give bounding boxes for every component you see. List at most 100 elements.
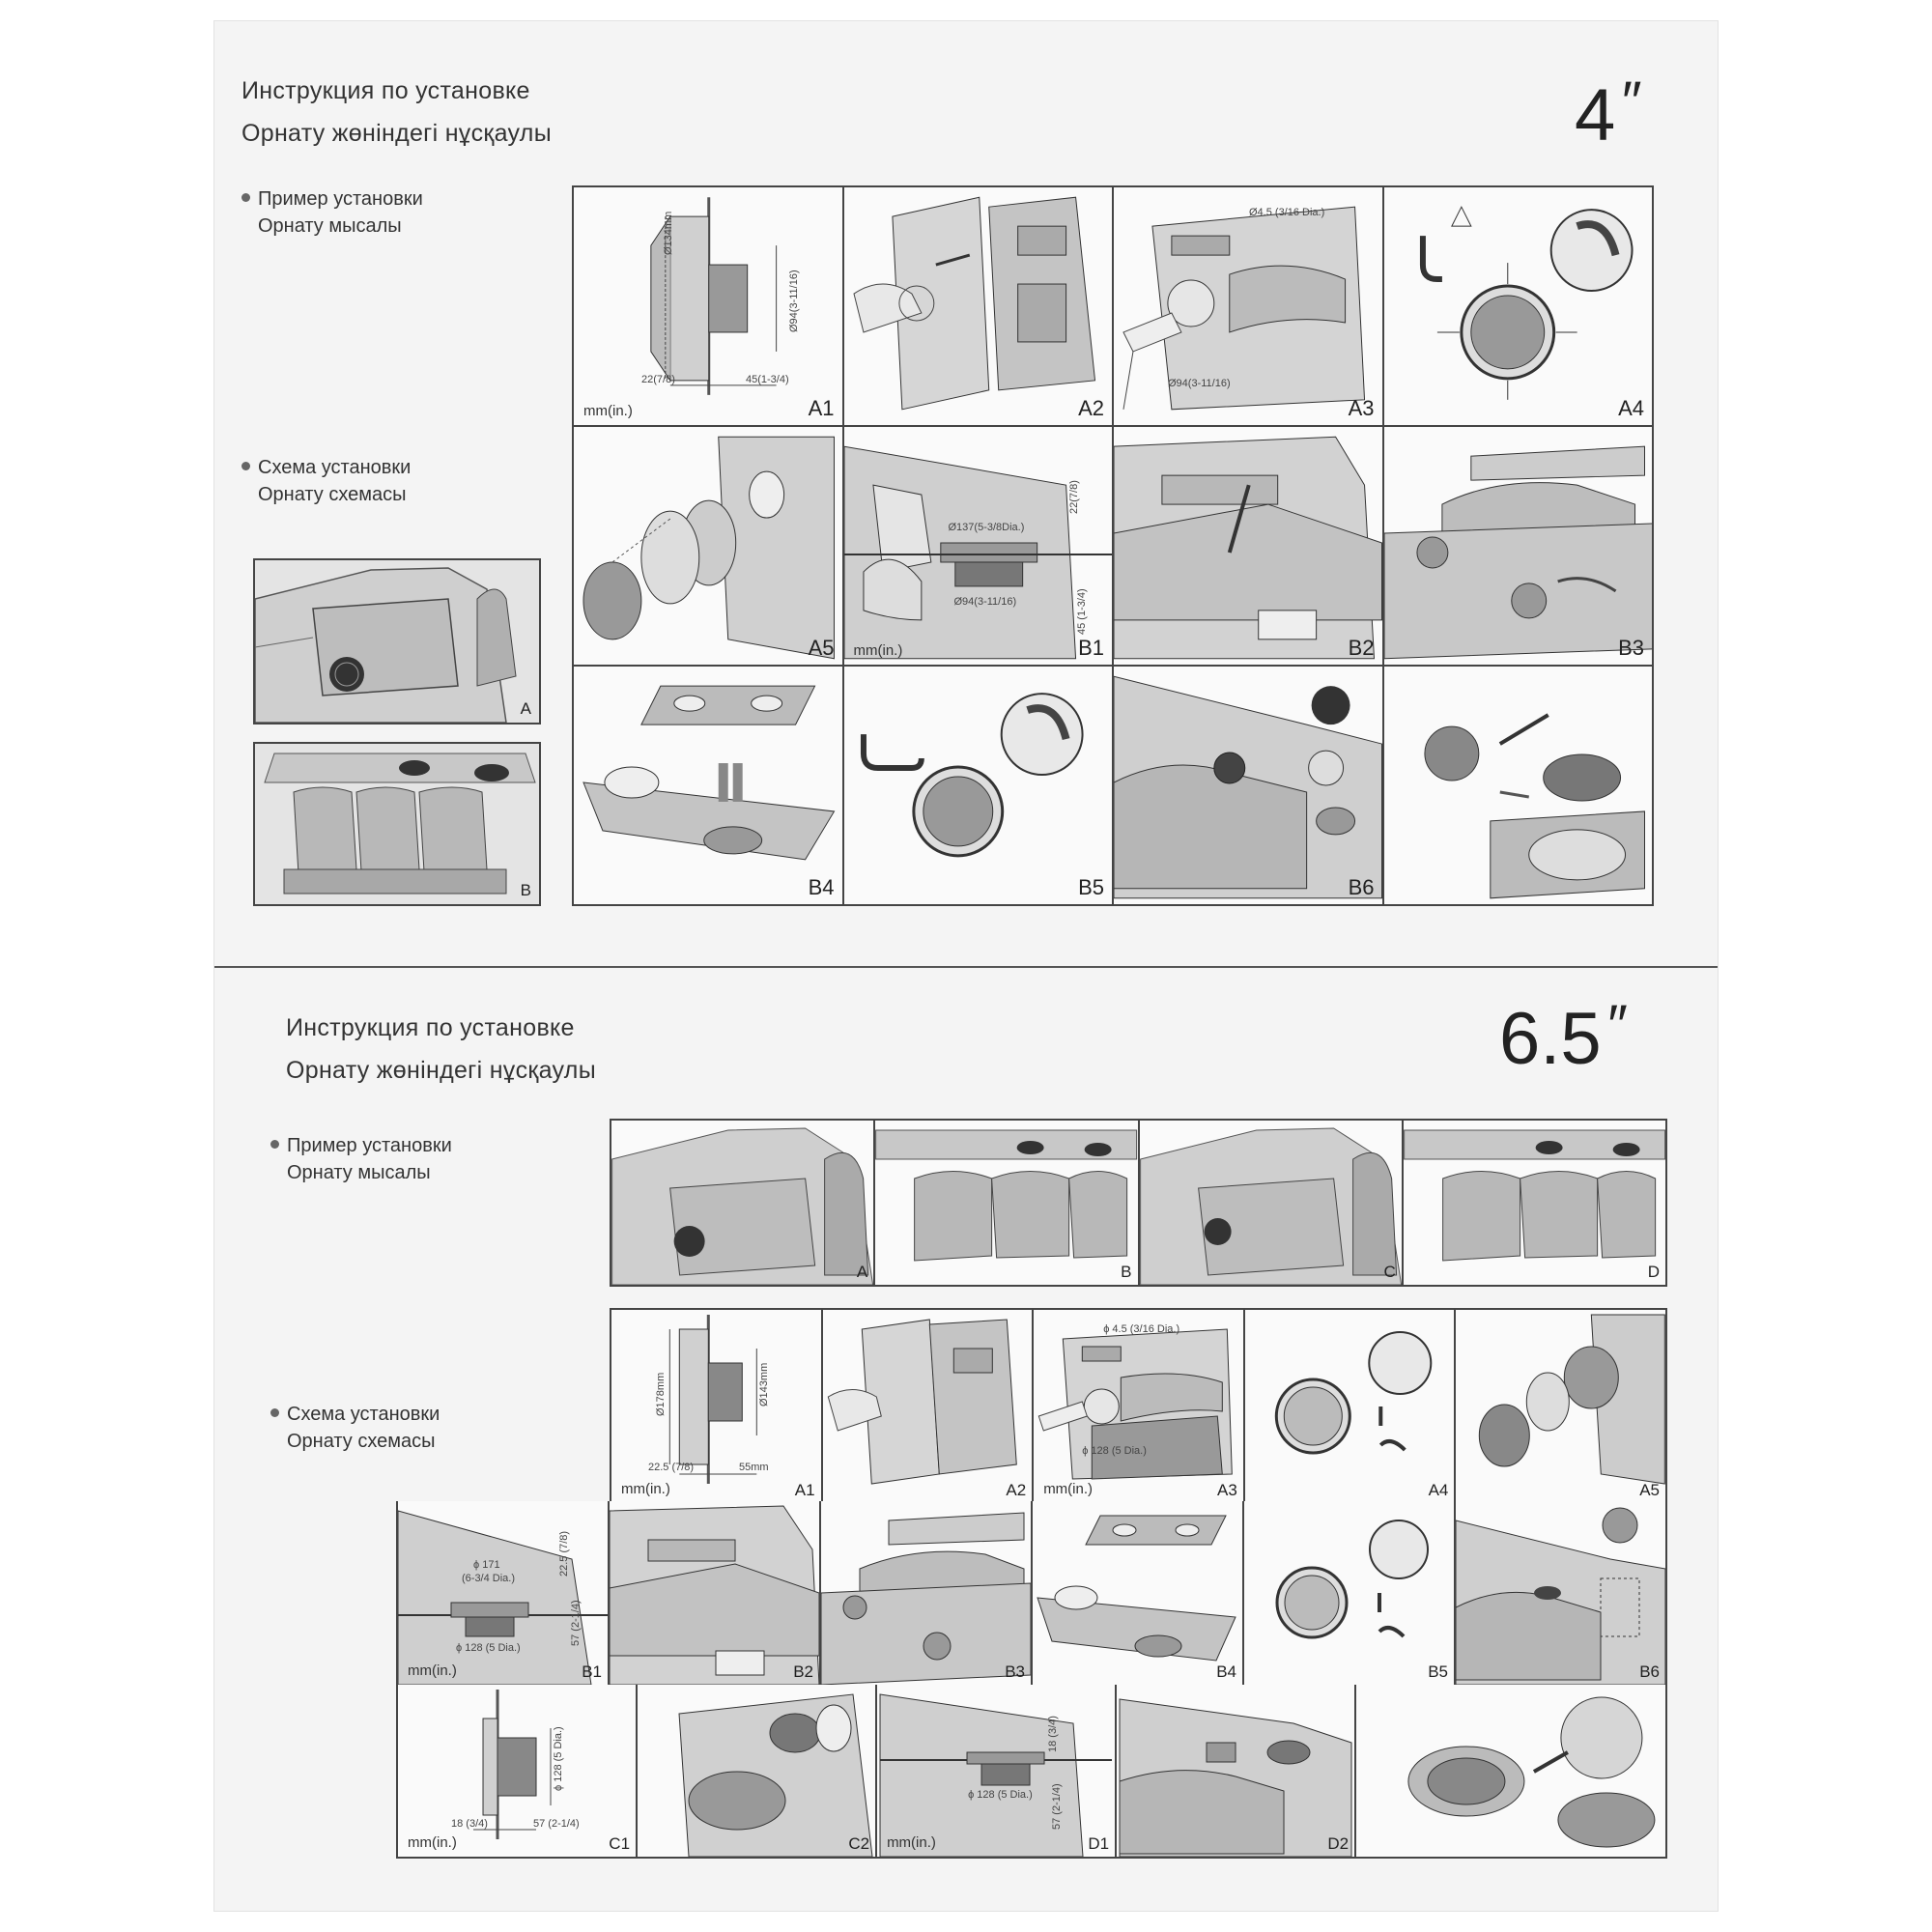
- step-label: B2: [793, 1662, 813, 1681]
- example-cell-c: C: [1139, 1121, 1402, 1285]
- section-divider: [214, 966, 1718, 968]
- speaker-dimension-drawing: [473, 1690, 552, 1839]
- dim-label: 18 (3/4): [451, 1818, 488, 1830]
- step-label: A5: [1639, 1481, 1660, 1499]
- example-cell-a: A: [611, 1121, 874, 1285]
- step-a3: ϕ 4.5 (3/16 Dia.) ϕ 128 (5 Dia.) mm(in.)…: [1034, 1310, 1243, 1503]
- panel-label: A: [520, 699, 531, 718]
- dim-label: 57 (2-1/4): [570, 1600, 582, 1646]
- step-label: A2: [1006, 1481, 1027, 1499]
- dim-label: (6-3/4 Dia.): [462, 1573, 516, 1584]
- dim-label: 45 (1-3/4): [1075, 588, 1088, 635]
- heading-kk: Орнату жөніндегі нұсқаулы: [242, 120, 552, 147]
- grille-attach-illustration: [1275, 1520, 1429, 1639]
- grille-attach-illustration: [860, 693, 1084, 858]
- panel-label: B: [520, 881, 531, 899]
- rear-shelf-dimension-drawing: [879, 1693, 1113, 1857]
- dim-label: 22.5 (7/8): [648, 1462, 695, 1473]
- size-mark: ″: [1619, 71, 1639, 133]
- size-mark: ″: [1605, 994, 1626, 1057]
- heading-ru: Инструкция по установке: [242, 77, 530, 104]
- step-b3: B3: [1383, 427, 1652, 665]
- car-front-door-illustration: [1139, 1127, 1402, 1285]
- example-label-65: Пример установки Орнату мысалы: [270, 1132, 452, 1186]
- rear-shelf-install-illustration: [1456, 1507, 1665, 1685]
- speaker-exploded-illustration: [1479, 1314, 1665, 1485]
- shelf-board-removal-illustration: [1383, 445, 1652, 660]
- scheme-row2-65: ϕ 171 (6-3/4 Dia.) ϕ 128 (5 Dia.) 22.5 (…: [396, 1501, 1667, 1687]
- dim-label: 22.5 (7/8): [558, 1530, 570, 1577]
- car-front-door-illustration: [611, 1127, 874, 1285]
- step-label: B3: [1005, 1662, 1025, 1681]
- bullet-icon: [242, 462, 250, 471]
- unit-label: mm(in.): [887, 1834, 936, 1851]
- instruction-sheet: Инструкция по установке Орнату жөніндегі…: [214, 21, 1718, 1911]
- step-a5: A5: [574, 427, 842, 665]
- step-final: [1356, 1685, 1665, 1857]
- step-label: D2: [1327, 1834, 1350, 1853]
- step-c2: C2: [638, 1685, 876, 1857]
- dim-label: Ø94(3-11/16): [953, 596, 1017, 608]
- door-panel-removal-illustration: [852, 196, 1095, 411]
- step-b6: B6: [1456, 1501, 1665, 1685]
- dim-label: Ø137(5-3/8Dia.): [948, 522, 1025, 533]
- speaker-dimension-drawing: [650, 197, 778, 395]
- scheme-row3-65: ϕ 128 (5 Dia.) 18 (3/4) 57 (2-1/4) mm(in…: [396, 1685, 1667, 1859]
- dim-label: Ø178mm: [655, 1372, 667, 1416]
- heading-65: Инструкция по установке Орнату жөніндегі…: [286, 1007, 596, 1092]
- step-label: B6: [1348, 875, 1375, 899]
- step-b1: Ø137(5-3/8Dia.) Ø94(3-11/16) 22(7/8) 45 …: [843, 427, 1112, 665]
- step-label: B2: [1348, 636, 1375, 660]
- dim-label: 57 (2-1/4): [533, 1818, 580, 1830]
- step-b1: ϕ 171 (6-3/4 Dia.) ϕ 128 (5 Dia.) 22.5 (…: [398, 1501, 608, 1685]
- step-label: D1: [1088, 1834, 1110, 1853]
- speaker-mount-illustration: [1037, 1515, 1236, 1662]
- scheme-kk: Орнату схемасы: [258, 484, 407, 505]
- step-b5: B5: [1244, 1501, 1454, 1685]
- step-label: A2: [1078, 396, 1104, 420]
- step-a2: A2: [843, 187, 1112, 425]
- step-label: B5: [1428, 1662, 1448, 1681]
- dim-label: ϕ 128 (5 Dia.): [1082, 1445, 1147, 1457]
- example-grid-65: A B C: [610, 1119, 1667, 1287]
- step-d1: ϕ 128 (5 Dia.) 18 (3/4) 57 (2-1/4) mm(in…: [877, 1685, 1116, 1857]
- rear-shelf-dimension-drawing: [843, 445, 1112, 660]
- example-ru: Пример установки: [287, 1135, 452, 1156]
- step-b4: B4: [1033, 1501, 1242, 1685]
- example-cell-b: B: [875, 1121, 1138, 1285]
- scheme-label-65: Схема установки Орнату схемасы: [270, 1401, 440, 1455]
- step-a3: Ø4.5 (3/16 Dia.) Ø94(3-11/16) A3: [1114, 187, 1382, 425]
- panel-label: B: [1121, 1263, 1132, 1281]
- panel-label: C: [1383, 1263, 1396, 1281]
- step-label: A5: [808, 636, 835, 660]
- example-kk: Орнату мысалы: [258, 215, 402, 237]
- grille-attach-illustration: [1274, 1331, 1433, 1455]
- size-value: 4: [1575, 74, 1616, 156]
- scheme-ru: Схема установки: [287, 1404, 440, 1425]
- step-label: A3: [1217, 1481, 1237, 1499]
- step-label: C1: [609, 1834, 631, 1853]
- heading-ru: Инструкция по установке: [286, 1014, 575, 1041]
- drilling-illustration: [1037, 1328, 1234, 1480]
- speaker-exploded-illustration: [582, 436, 836, 660]
- door-speaker-install-illustration: [678, 1693, 873, 1857]
- example-kk: Орнату мысалы: [287, 1162, 431, 1183]
- step-label: B6: [1639, 1662, 1660, 1681]
- door-panel-removal-illustration: [827, 1319, 1017, 1485]
- car-rear-seat-illustration: [875, 1129, 1138, 1262]
- step-a4: A4: [1383, 187, 1652, 425]
- grille-attach-illustration: [1419, 206, 1634, 400]
- step-a4: A4: [1244, 1310, 1455, 1503]
- step-label: A3: [1348, 396, 1375, 420]
- step-b2: B2: [610, 1501, 819, 1685]
- panel-label: A: [856, 1263, 868, 1281]
- step-label: A1: [794, 1481, 815, 1499]
- example-label-4: Пример установки Орнату мысалы: [242, 185, 423, 240]
- step-label: A4: [1618, 396, 1644, 420]
- step-a2: A2: [822, 1310, 1033, 1503]
- grille-snap-illustration: [1407, 1696, 1656, 1848]
- dim-label: ϕ 128 (5 Dia.): [553, 1726, 564, 1791]
- car-rear-seat-illustration: [1403, 1129, 1665, 1262]
- car-rear-seat-illustration: [255, 744, 539, 904]
- size-value: 6.5: [1499, 998, 1602, 1080]
